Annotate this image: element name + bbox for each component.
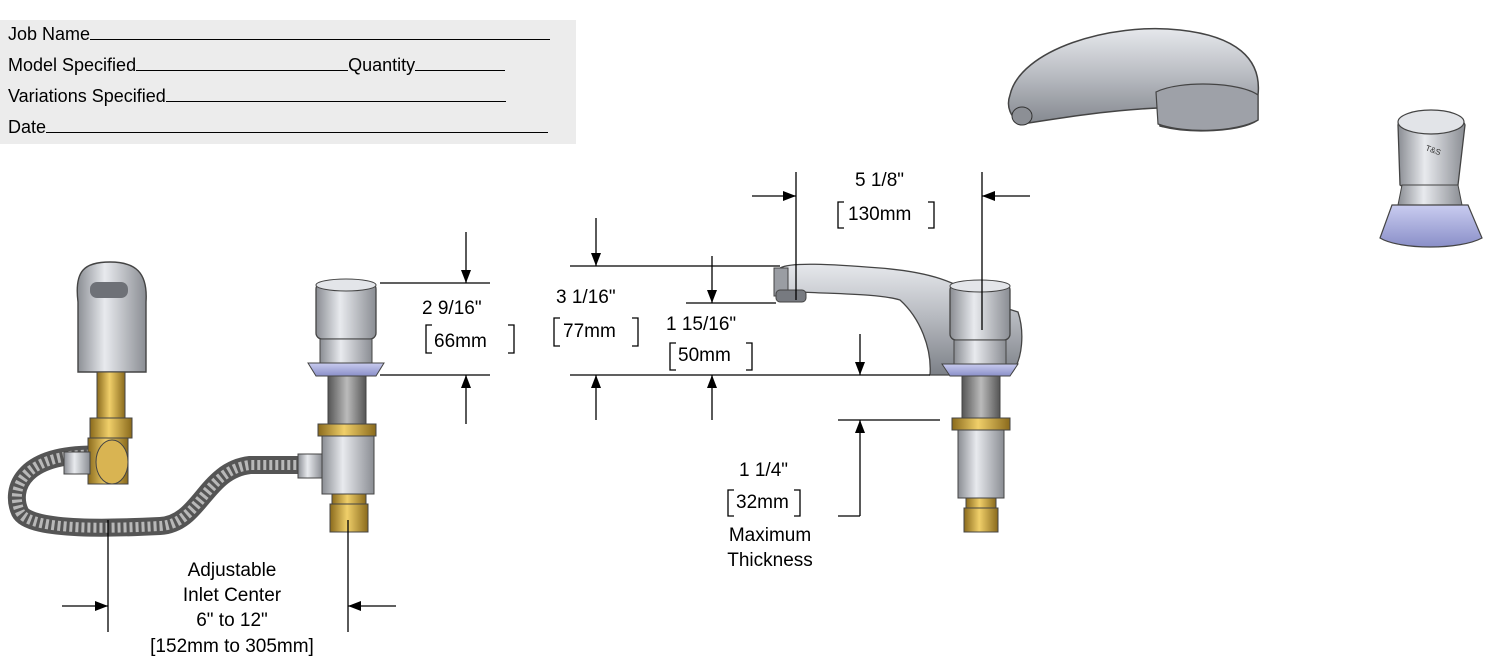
spec-form: Job Name Model Specified Quantity Variati…	[0, 20, 576, 144]
spout-height-imperial: 1 15/16"	[666, 314, 736, 335]
date-label: Date	[8, 117, 47, 137]
inlet-center-line-3: 6" to 12"	[196, 610, 268, 631]
side-assembly-view	[7, 261, 385, 537]
spout-reach-metric: 130mm	[848, 204, 911, 225]
variations-specified-blank[interactable]	[165, 84, 506, 102]
flex-hose-braid	[11, 449, 300, 533]
push-button-iso-view: T&S	[1379, 109, 1483, 248]
job-name-blank[interactable]	[90, 22, 551, 40]
model-quantity-line[interactable]: Model Specified Quantity	[8, 53, 506, 76]
deck-thickness-note-1: Maximum	[729, 525, 811, 546]
side-height-metric: 66mm	[434, 331, 487, 352]
variations-specified-label: Variations Specified	[8, 86, 166, 106]
model-specified-label: Model Specified	[8, 55, 137, 75]
overall-height-imperial: 3 1/16"	[556, 287, 616, 308]
variations-line[interactable]: Variations Specified	[8, 84, 506, 107]
job-name-line[interactable]: Job Name	[8, 22, 551, 45]
inlet-center-line-1: Adjustable	[188, 560, 277, 581]
overall-height-metric: 77mm	[563, 321, 616, 342]
model-specified-blank[interactable]	[136, 53, 349, 71]
inlet-center-line-2: Inlet Center	[183, 585, 282, 606]
spout-iso-view	[1007, 27, 1260, 132]
deck-thickness-imperial: 1 1/4"	[739, 460, 788, 481]
side-height-imperial: 2 9/16"	[422, 298, 482, 319]
quantity-label: Quantity	[348, 55, 416, 75]
dimension-labels: 2 9/16" 66mm 3 1/16" 77mm 1 15/16" 50mm …	[150, 170, 935, 657]
job-name-label: Job Name	[8, 24, 91, 44]
date-line[interactable]: Date	[8, 115, 549, 138]
spout-height-metric: 50mm	[678, 345, 731, 366]
dimension-lines	[62, 172, 1030, 632]
quantity-blank[interactable]	[415, 53, 506, 71]
faucet-side-view	[773, 263, 1023, 533]
deck-thickness-note-2: Thickness	[727, 550, 813, 571]
date-blank[interactable]	[46, 115, 549, 133]
spout-reach-imperial: 5 1/8"	[855, 170, 904, 191]
deck-thickness-metric: 32mm	[736, 492, 789, 513]
inlet-center-line-4: [152mm to 305mm]	[150, 636, 314, 657]
